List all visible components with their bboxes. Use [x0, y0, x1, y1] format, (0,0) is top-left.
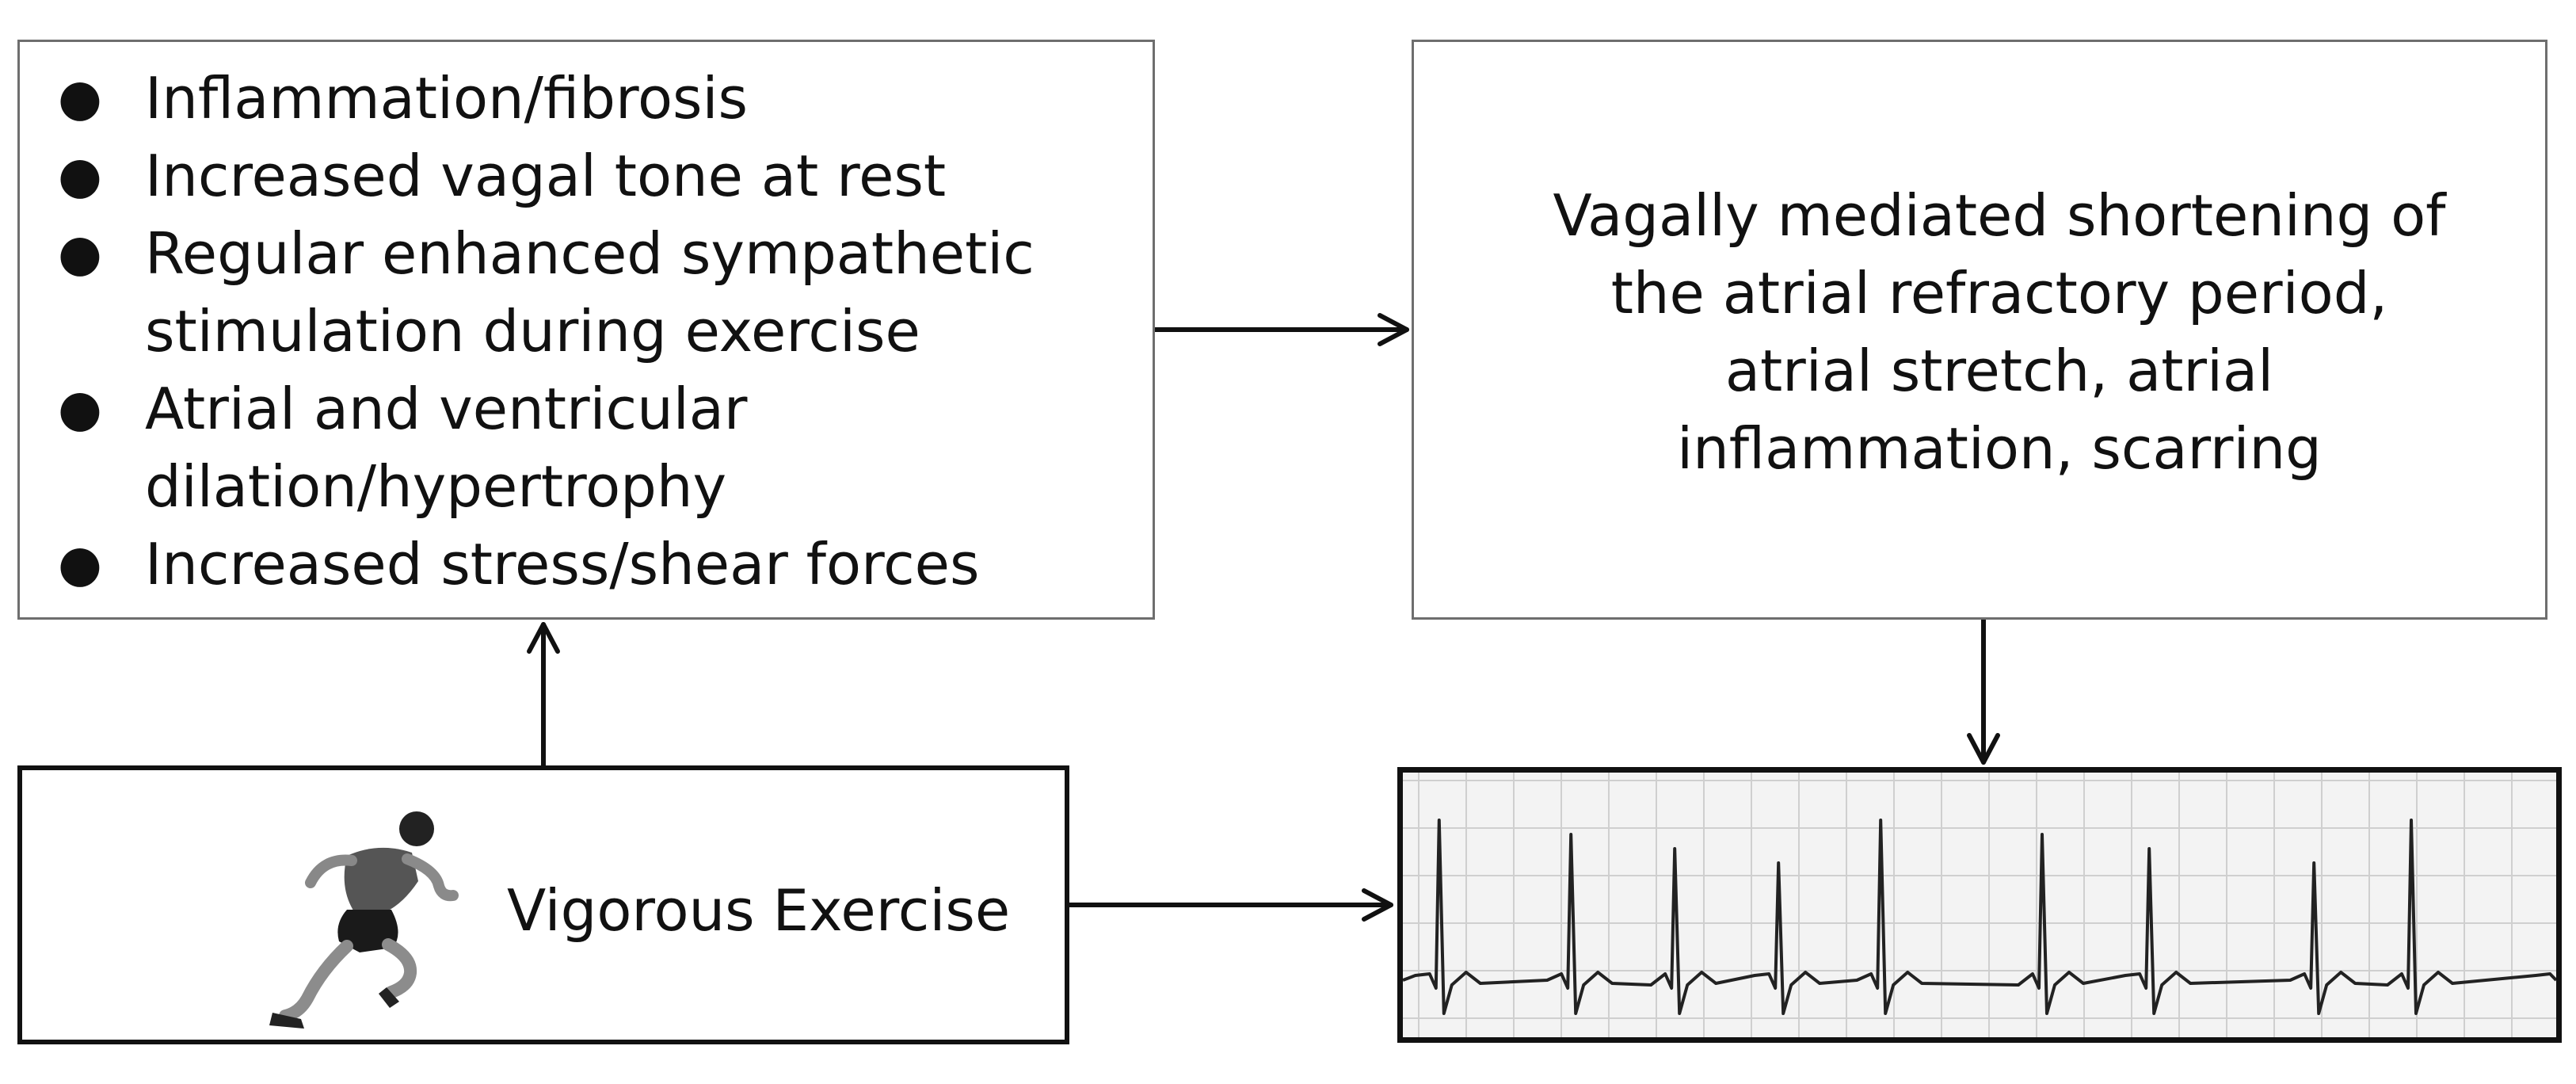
- bullet-icon: ●: [58, 69, 102, 128]
- risk-factor-text: Regular enhanced sympathetic: [145, 220, 1035, 287]
- arrow-exercise-to-ecg: [1067, 888, 1393, 922]
- risk-factor-item: ● Increased stress/shear forces: [20, 525, 1153, 603]
- risk-factor-item: ● Inflammation/fibrosis: [20, 59, 1153, 137]
- mechanisms-line: Vagally mediated shortening of: [1553, 182, 2446, 249]
- mechanisms-line: inflammation, scarring: [1677, 415, 2322, 482]
- bullet-icon: ●: [58, 380, 102, 438]
- ecg-strip: [1403, 773, 2556, 1037]
- arrow-exercise-to-factors: [527, 622, 560, 768]
- runner-icon: [269, 811, 459, 1029]
- vigorous-exercise-label: Vigorous Exercise: [507, 877, 1011, 944]
- mechanisms-line: atrial stretch, atrial: [1724, 338, 2274, 404]
- risk-factors-box: ● Inflammation/fibrosis ● Increased vaga…: [17, 40, 1155, 620]
- risk-factor-text: Inflammation/fibrosis: [145, 65, 749, 132]
- risk-factor-item: ● Atrial and ventricular dilation/hypert…: [20, 370, 1153, 525]
- mechanisms-line: the atrial refractory period,: [1610, 260, 2388, 326]
- ecg-grid: [1403, 773, 2556, 1037]
- arrow-mechanisms-to-ecg: [1967, 617, 2000, 765]
- risk-factor-text: Increased stress/shear forces: [145, 531, 980, 597]
- risk-factor-text-continued: dilation/hypertrophy: [145, 453, 727, 520]
- mechanisms-text: Vagally mediated shortening of the atria…: [1485, 177, 2513, 487]
- risk-factors-list: ● Inflammation/fibrosis ● Increased vaga…: [20, 59, 1153, 603]
- ecg-trace: [1403, 819, 2556, 1015]
- bullet-icon: ●: [58, 147, 102, 205]
- risk-factor-text: Atrial and ventricular: [145, 376, 748, 442]
- ecg-paper: [1403, 773, 2556, 1037]
- risk-factor-text: Increased vagal tone at rest: [145, 143, 947, 209]
- bullet-icon: ●: [58, 535, 102, 594]
- arrow-factors-to-mechanisms: [1153, 313, 1409, 346]
- bullet-icon: ●: [58, 224, 102, 283]
- risk-factor-text-continued: stimulation during exercise: [145, 298, 920, 365]
- risk-factor-item: ● Regular enhanced sympathetic stimulati…: [20, 215, 1153, 370]
- vigorous-exercise-box: Vigorous Exercise: [17, 765, 1069, 1044]
- mechanisms-box: Vagally mediated shortening of the atria…: [1412, 40, 2547, 620]
- risk-factor-item: ● Increased vagal tone at rest: [20, 137, 1153, 215]
- ecg-strip-box: [1397, 767, 2562, 1043]
